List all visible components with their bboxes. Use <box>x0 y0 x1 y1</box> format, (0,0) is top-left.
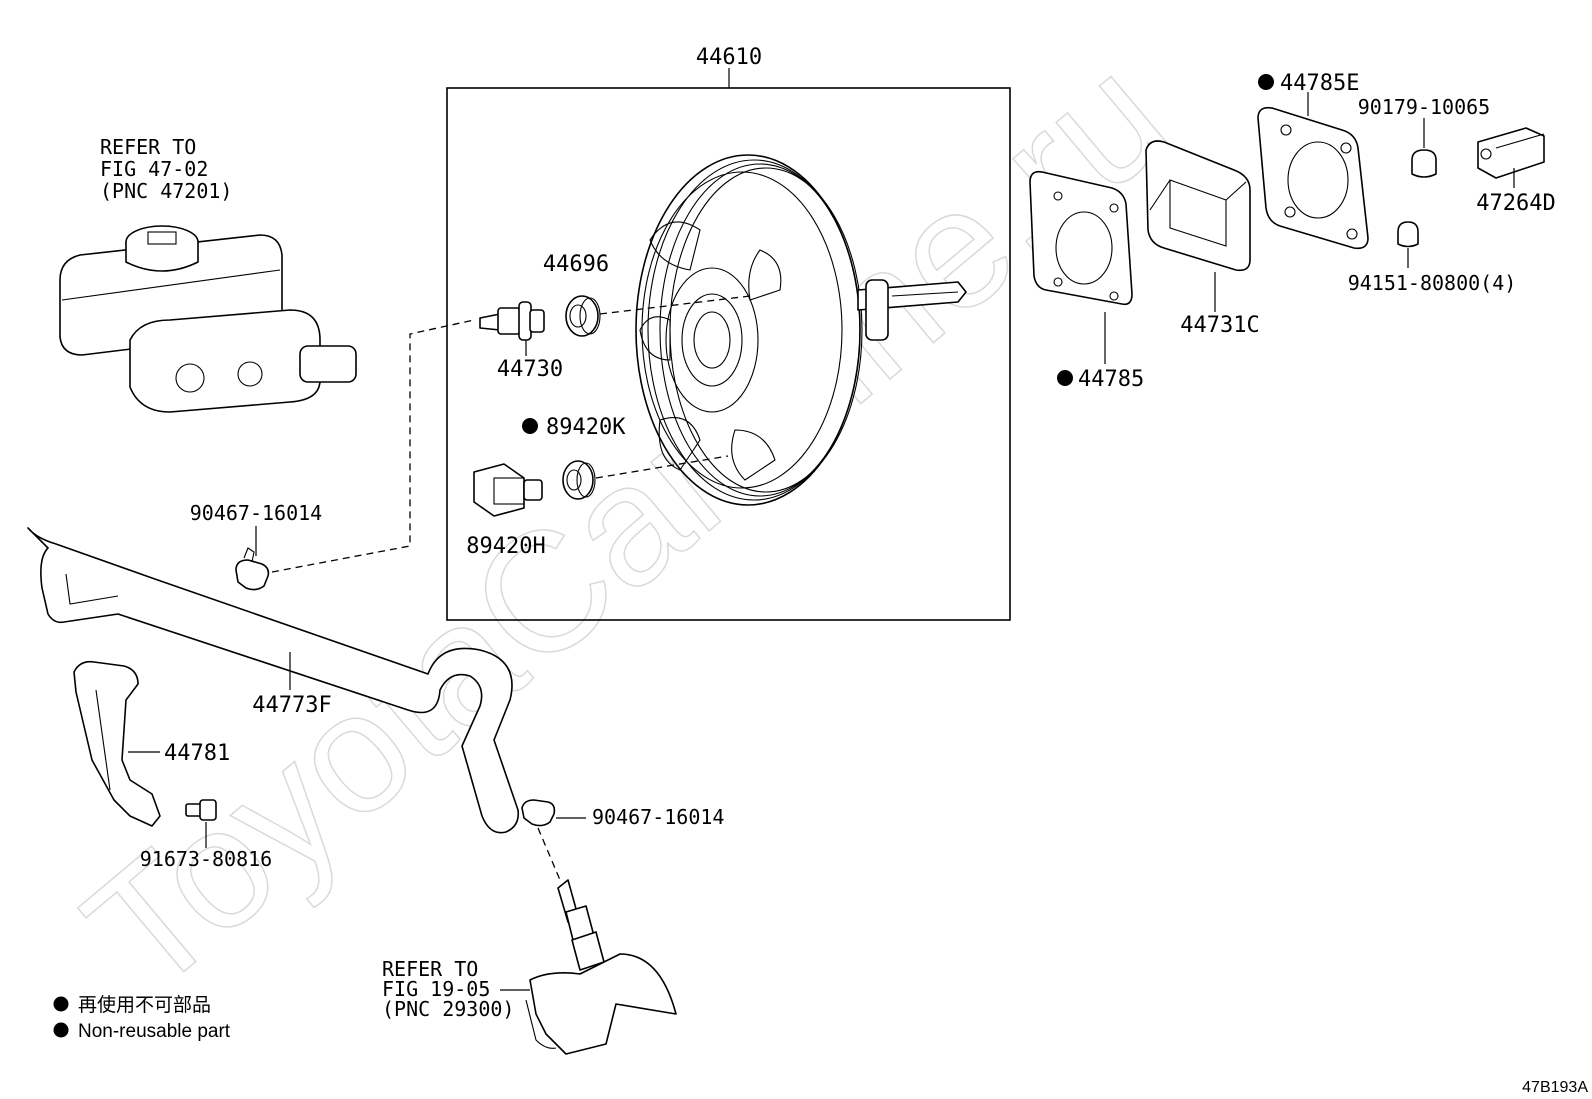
gasket-drawing <box>1029 170 1133 364</box>
vacuum-sensor-drawing <box>473 463 543 517</box>
refer-mc-line3: (PNC 47201) <box>100 179 232 203</box>
legend-bullet-en <box>53 1022 69 1038</box>
refer-mc-line2: FIG 47-02 <box>100 157 208 181</box>
diagram-code: 47B193A <box>1522 1079 1588 1096</box>
label-check-valve: 44730 <box>497 357 563 382</box>
nut-drawing <box>1397 221 1419 268</box>
label-sensor-k: 89420K <box>546 415 626 440</box>
label-gasket-e: 44785E <box>1280 71 1359 96</box>
legend: 再使用不可部品 Non-reusable part <box>53 994 231 1042</box>
bolt-drawing <box>185 799 217 848</box>
label-grommet: 44696 <box>543 252 609 277</box>
legend-en: Non-reusable part <box>78 1021 231 1042</box>
bracket-drawing <box>73 660 161 827</box>
booster-assembly-frame <box>446 68 1011 621</box>
label-hose: 44773F <box>252 693 331 718</box>
refer-engine-line1: REFER TO <box>382 957 478 981</box>
non-reusable-marker-89420k <box>522 418 538 434</box>
label-gasket: 44785 <box>1078 367 1144 392</box>
refer-engine-line2: FIG 19-05 <box>382 977 490 1001</box>
grommet-upper-drawing <box>565 295 601 337</box>
clevis-drawing <box>1477 127 1545 188</box>
refer-engine-line3: (PNC 29300) <box>382 997 514 1021</box>
hose-drawing <box>27 527 520 834</box>
dash-grommet-to-booster <box>599 295 751 315</box>
non-reusable-marker-44785 <box>1057 370 1073 386</box>
nut-cap-drawing <box>1411 118 1437 178</box>
label-nut-cap: 90179-10065 <box>1358 95 1490 119</box>
legend-bullet-jp <box>53 996 69 1012</box>
refer-mc-line1: REFER TO <box>100 135 196 159</box>
clip-upper-drawing <box>235 526 270 591</box>
check-valve-drawing <box>479 301 545 356</box>
gasket-e-drawing <box>1257 92 1369 250</box>
clip-lower-drawing <box>521 799 586 881</box>
non-reusable-marker-44785e <box>1258 74 1274 90</box>
label-nut: 94151-80800(4) <box>1348 271 1517 295</box>
label-sensor-h: 89420H <box>466 534 545 559</box>
grommet-lower-drawing <box>562 460 596 500</box>
label-bracket: 44781 <box>164 741 230 766</box>
label-clip-lower: 90467-16014 <box>592 805 724 829</box>
legend-jp: 再使用不可部品 <box>78 994 211 1016</box>
label-clip-upper: 90467-16014 <box>190 501 322 525</box>
label-spacer: 44731C <box>1180 313 1259 338</box>
brake-booster-drawing <box>635 154 967 506</box>
dash-grommet-lower-to-booster <box>595 455 729 479</box>
label-booster: 44610 <box>696 45 762 70</box>
label-clevis: 47264D <box>1476 191 1555 216</box>
label-bolt: 91673-80816 <box>140 847 272 871</box>
master-cylinder-drawing <box>59 225 357 413</box>
dash-clip-to-check-valve <box>271 319 475 573</box>
engine-fitting-drawing <box>500 879 677 1055</box>
spacer-drawing <box>1145 140 1251 312</box>
